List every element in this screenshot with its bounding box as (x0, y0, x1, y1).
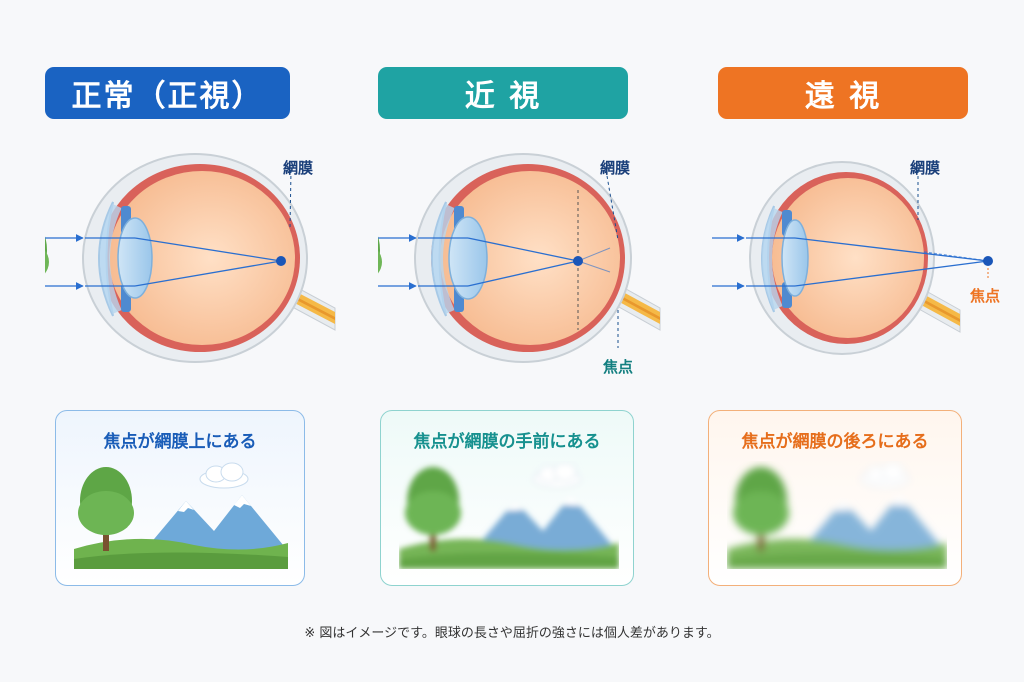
tree-icon (378, 236, 382, 274)
tree-icon (45, 236, 49, 274)
landscape-scene-myopia (399, 462, 619, 569)
light-rays (45, 234, 282, 290)
retina-label-myopia: 網膜 (600, 159, 631, 177)
tree-icon (405, 467, 461, 551)
eye-diagram-myopia (378, 153, 661, 363)
column-normal: 正常（正視） (45, 0, 345, 600)
callout-myopia: 焦点が網膜の手前にある (380, 410, 634, 586)
title-normal: 正常（正視） (45, 67, 290, 119)
focus-point (983, 256, 993, 266)
callout-text-hyperopia: 焦点が網膜の後ろにある (741, 432, 929, 452)
callout-normal: 焦点が網膜上にある (55, 410, 305, 586)
cloud-icon (199, 462, 249, 489)
light-rays (378, 234, 611, 290)
retina-label-hyperopia: 網膜 (910, 159, 941, 177)
callout-hyperopia: 焦点が網膜の後ろにある (708, 410, 962, 586)
tree-icon (78, 467, 134, 551)
title-myopia: 近 視 (378, 67, 628, 119)
lens (448, 216, 488, 300)
vitreous-body (440, 171, 620, 345)
title-hyperopia: 遠 視 (718, 67, 968, 119)
landscape-scene-normal (74, 462, 288, 569)
tree-icon (733, 467, 789, 551)
mountain-icon (473, 495, 617, 551)
vitreous-body (772, 178, 924, 338)
landscape-scene-hyperopia (727, 462, 947, 569)
focus-point (276, 256, 286, 266)
focus-label-myopia: 焦点 (603, 358, 634, 376)
vitreous-body (109, 171, 295, 345)
mountain-icon (144, 495, 288, 551)
cloud-icon (532, 462, 582, 489)
eye-diagram-hyperopia (712, 161, 993, 355)
column-hyperopia: 遠 視 網膜 焦点 (708, 0, 1012, 600)
focus-label-hyperopia: 焦点 (970, 287, 1001, 305)
column-myopia: 近 視 (378, 0, 678, 600)
cloud-icon (860, 462, 910, 489)
retina-label-normal: 網膜 (283, 159, 314, 177)
focus-point (573, 256, 583, 266)
eye-diagram-normal (45, 153, 336, 363)
callout-text-myopia: 焦点が網膜の手前にある (413, 432, 601, 452)
footnote: ※ 図はイメージです。眼球の長さや屈折の強さには個人差があります。 (304, 626, 720, 641)
callout-text-normal: 焦点が網膜上にある (103, 432, 257, 452)
light-rays (712, 234, 989, 290)
mountain-icon (801, 495, 945, 551)
retina-pointer (289, 169, 292, 229)
